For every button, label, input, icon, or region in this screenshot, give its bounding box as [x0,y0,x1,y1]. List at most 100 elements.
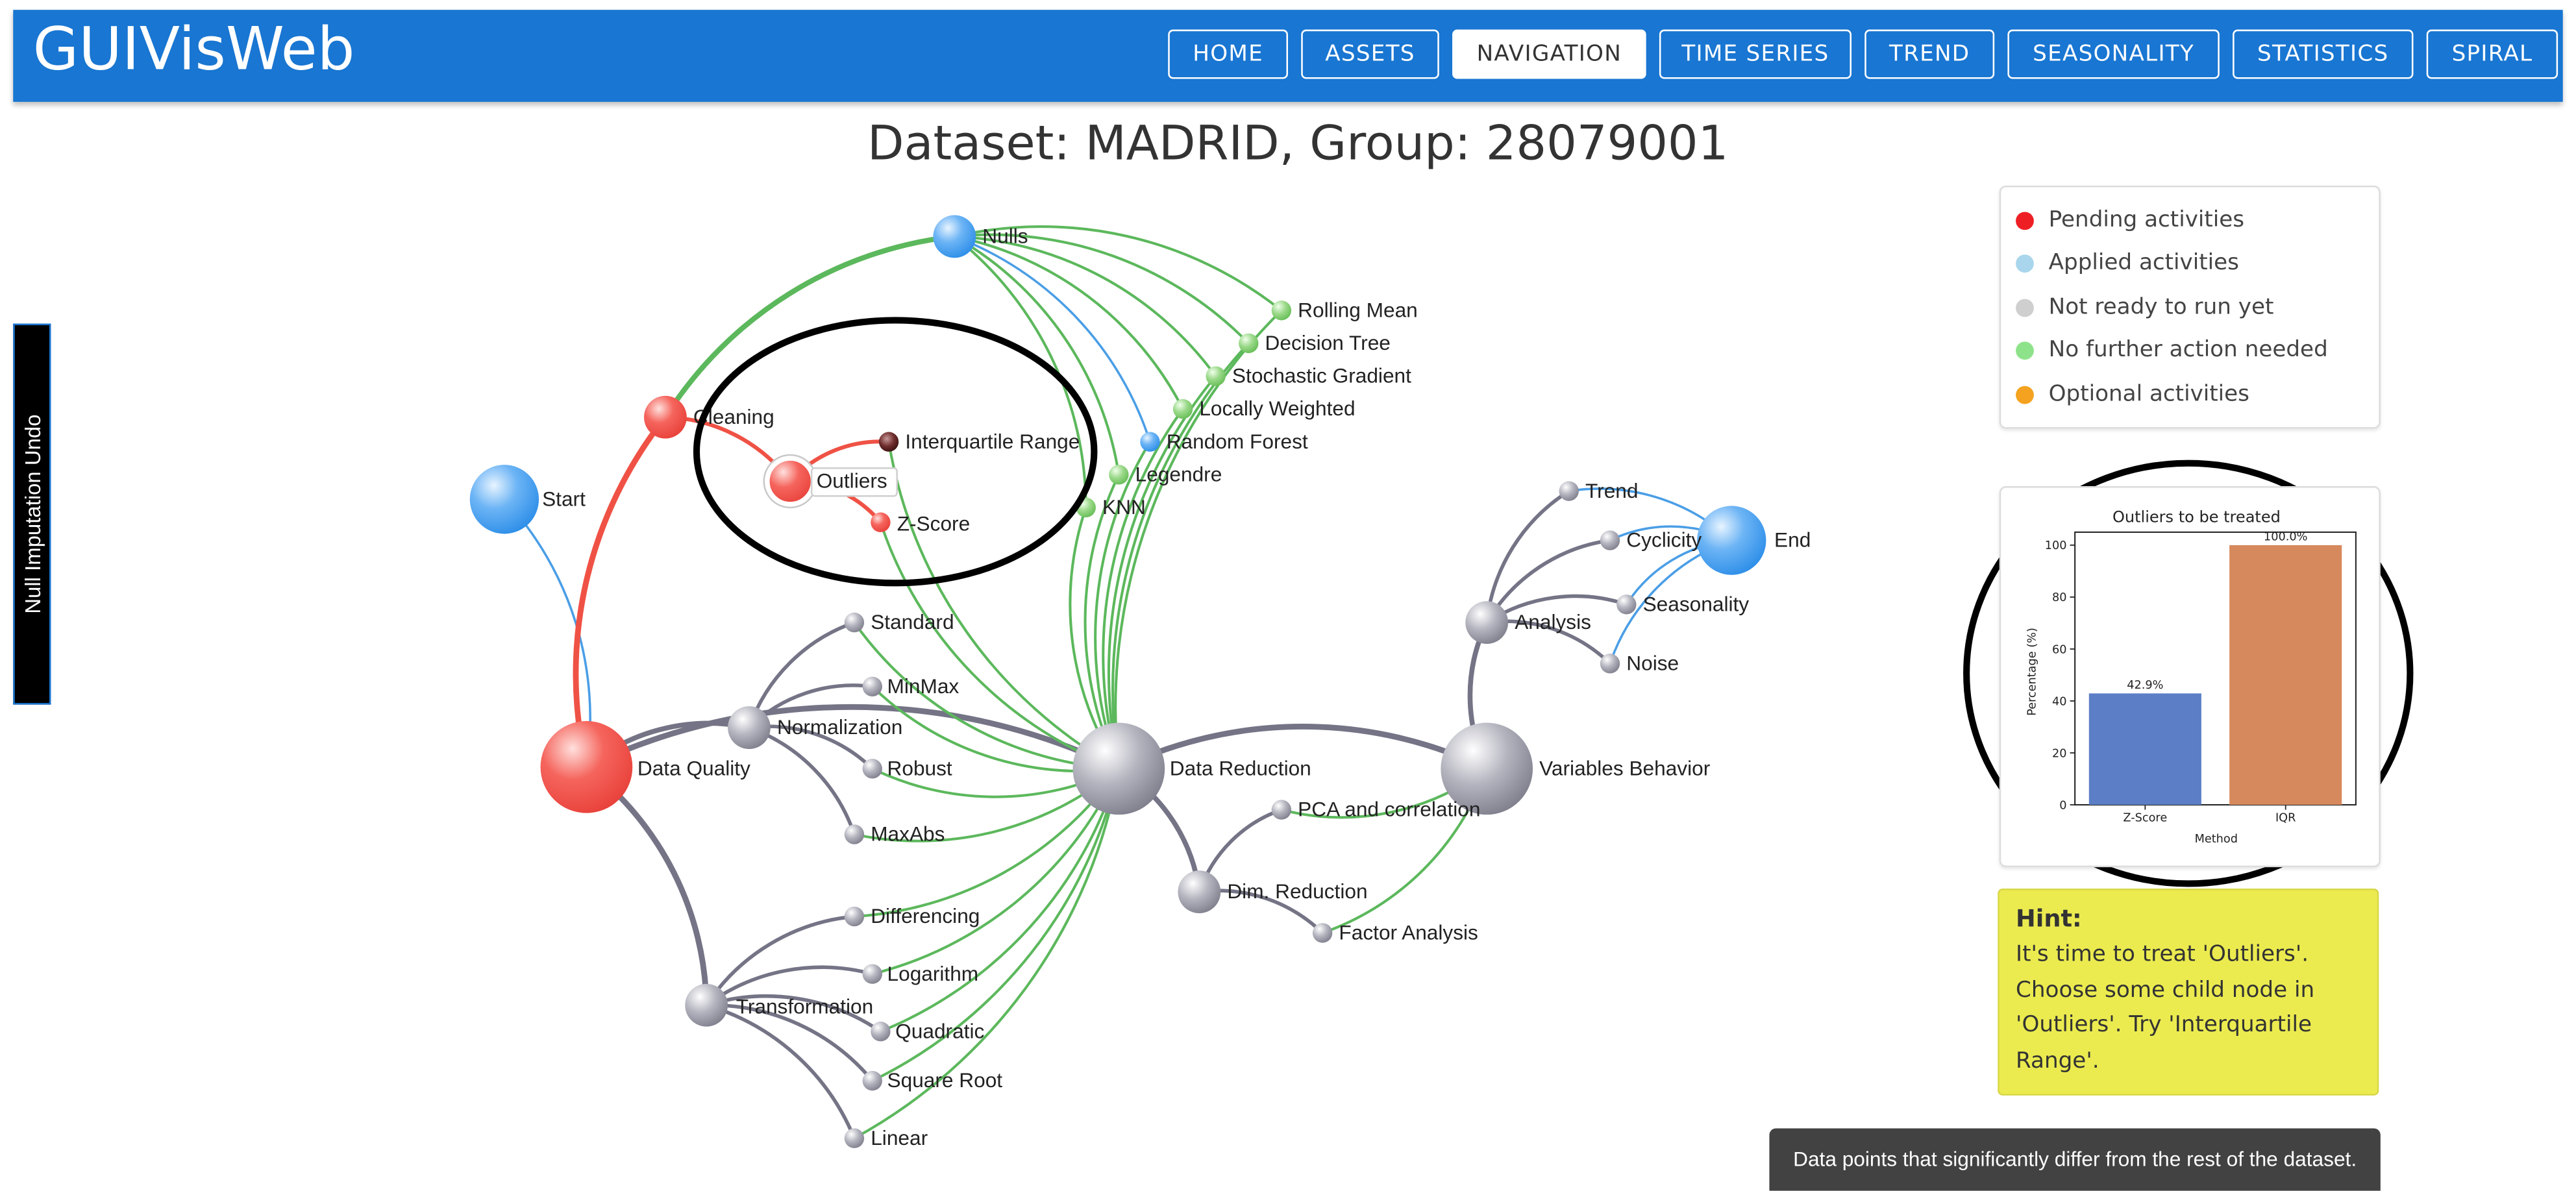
graph-node-pca[interactable] [1271,800,1292,820]
graph-node-label-robust[interactable]: Robust [887,756,952,780]
nav-statistics-button[interactable]: STATISTICS [2233,29,2414,79]
graph-node-label-standard[interactable]: Standard [871,610,954,633]
graph-node-label-minmax[interactable]: MinMax [887,674,960,698]
graph-node-linear[interactable] [844,1128,865,1148]
graph-node-label-pca[interactable]: PCA and correlation [1298,798,1480,821]
legend-label: Pending activities [2048,206,2245,234]
graph-node-label-rolling[interactable]: Rolling Mean [1298,298,1418,321]
graph-node-label-transf[interactable]: Transformation [736,994,874,1018]
graph-node-analysis[interactable] [1465,601,1509,644]
graph-node-label-sqrt[interactable]: Square Root [887,1068,1003,1092]
graph-node-cyclicity[interactable] [1600,530,1620,550]
graph-node-label-lw[interactable]: Locally Weighted [1199,397,1355,420]
graph-node-label-log[interactable]: Logarithm [887,962,979,985]
graph-node-rolling[interactable] [1271,301,1292,321]
hint-line: Choose some child node in [2016,976,2315,1003]
hint-body: It's time to treat 'Outliers'. Choose so… [2016,938,2360,1079]
graph-node-dimred[interactable] [1178,870,1221,914]
graph-node-dr[interactable] [1072,722,1165,815]
link-lw-dr [1102,408,1184,769]
graph-node-fa[interactable] [1312,923,1333,943]
graph-node-label-iqr[interactable]: Interquartile Range [905,430,1080,453]
graph-node-lw[interactable] [1172,399,1193,419]
graph-node-label-knn[interactable]: KNN [1102,495,1146,519]
link-nulls-lw [954,235,1184,410]
graph-node-label-dtree[interactable]: Decision Tree [1265,331,1391,354]
graph-node-label-analysis[interactable]: Analysis [1515,610,1591,633]
graph-node-dq[interactable] [540,720,633,813]
graph-node-sqrt[interactable] [862,1070,882,1091]
graph-node-label-vb[interactable]: Variables Behavior [1539,756,1710,780]
graph-node-quad[interactable] [871,1022,891,1042]
graph-node-label-linear[interactable]: Linear [871,1126,928,1149]
graph-node-iqr[interactable] [878,432,899,452]
graph-node-label-rf[interactable]: Random Forest [1167,430,1308,453]
graph-node-minmax[interactable] [862,676,882,696]
nav-navigation-button[interactable]: NAVIGATION [1452,29,1646,79]
graph-node-log[interactable] [862,964,882,984]
legend-dot-icon [2016,211,2034,230]
graph-node-sgd[interactable] [1206,366,1226,386]
graph-node-label-diff[interactable]: Differencing [871,904,980,927]
graph-node-transf[interactable] [685,983,728,1027]
graph-node-label-dimred[interactable]: Dim. Reduction [1227,879,1367,903]
link-transf-log [705,965,873,1007]
graph-node-label-dq[interactable]: Data Quality [638,756,750,780]
graph-node-norm[interactable] [728,706,771,749]
graph-node-noise[interactable] [1600,654,1620,674]
chart-ytick-label: 80 [2052,591,2067,604]
graph-node-label-dr[interactable]: Data Reduction [1170,756,1311,780]
graph-node-label-outliers[interactable]: Outliers [817,469,887,493]
graph-node-end[interactable] [1697,506,1766,575]
legend-item: Optional activities [2016,378,2249,411]
graph-node-rf[interactable] [1140,432,1160,452]
graph-node-label-cleaning[interactable]: Cleaning [693,405,774,428]
nav-trend-button[interactable]: TREND [1864,29,1995,79]
graph-node-label-start[interactable]: Start [542,487,586,510]
graph-node-label-cyclicity[interactable]: Cyclicity [1626,528,1702,552]
graph-node-vb[interactable] [1441,722,1533,815]
link-nulls-rf [954,235,1152,443]
graph-node-standard[interactable] [844,612,865,633]
graph-node-label-quad[interactable]: Quadratic [895,1019,984,1042]
graph-node-knn[interactable] [1076,497,1096,518]
graph-node-label-maxabs[interactable]: MaxAbs [871,822,945,846]
nav-time-series-button[interactable]: TIME SERIES [1659,29,1852,79]
graph-node-label-zscore[interactable]: Z-Score [897,511,970,535]
graph-node-seasonality[interactable] [1616,595,1637,615]
link-zscore-dr [879,522,1120,770]
nav-home-button[interactable]: HOME [1168,29,1288,79]
nav-seasonality-button[interactable]: SEASONALITY [2007,29,2220,79]
graph-node-maxabs[interactable] [844,824,865,844]
graph-node-zscore[interactable] [871,512,891,532]
nav-spiral-button[interactable]: SPIRAL [2426,29,2558,79]
graph-node-label-end[interactable]: End [1774,528,1811,552]
graph-node-label-sgd[interactable]: Stochastic Gradient [1232,364,1411,387]
graph-node-label-trend[interactable]: Trend [1585,479,1638,502]
graph-node-outliers[interactable] [764,456,816,507]
graph-node-label-norm[interactable]: Normalization [777,715,902,739]
chart-ylabel: Percentage (%) [2025,628,2038,716]
null-imputation-undo-tab[interactable]: Null Imputation Undo [13,323,51,705]
graph-node-label-legendre[interactable]: Legendre [1135,462,1222,485]
link-dq-cleaning [573,415,668,768]
graph-node-trend[interactable] [1559,481,1579,501]
link-nulls-rolling [954,225,1283,312]
page-title: Dataset: MADRID, Group: 28079001 [867,115,1729,171]
graph-node-label-seasonality[interactable]: Seasonality [1643,592,1750,615]
link-dr-vb [1117,724,1489,772]
graph-node-dtree[interactable] [1239,333,1259,354]
graph-node-label-noise[interactable]: Noise [1626,651,1679,674]
graph-node-cleaning[interactable] [643,395,687,439]
graph-node-diff[interactable] [844,906,865,927]
hint-panel: Hint: It's time to treat 'Outliers'. Cho… [1998,889,2379,1096]
graph-node-nulls[interactable] [933,215,976,258]
graph-node-legendre[interactable] [1109,465,1129,485]
graph-node-label-nulls[interactable]: Nulls [982,225,1028,248]
graph-node-label-fa[interactable]: Factor Analysis [1339,921,1478,944]
chart-bar-value-label: 100.0% [2264,530,2308,543]
graph-node-robust[interactable] [862,759,882,779]
chart-ytick-label: 20 [2052,747,2067,760]
nav-assets-button[interactable]: ASSETS [1301,29,1439,79]
graph-node-start[interactable] [469,465,539,534]
